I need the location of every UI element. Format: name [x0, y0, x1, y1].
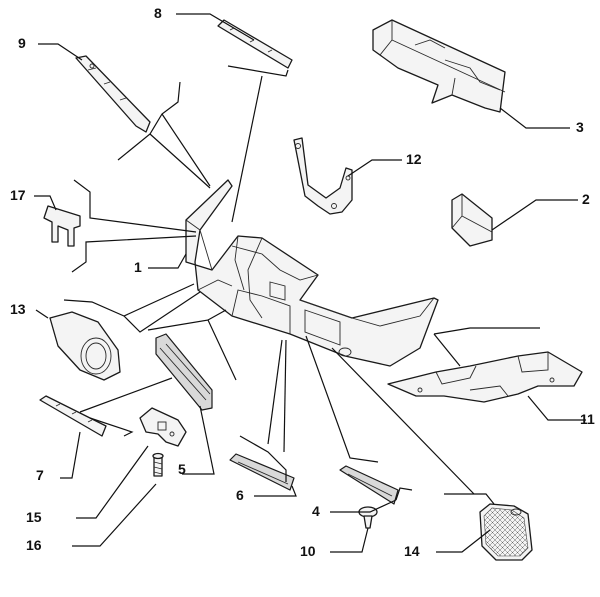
part-6-lower-reflector: [229, 453, 295, 491]
callout-12: 12: [406, 151, 422, 167]
part-17-retaining-clip: [43, 205, 81, 247]
callout-16: 16: [26, 537, 42, 553]
part-13-fog-lamp-bezel: [49, 311, 121, 381]
part-12-mounting-bracket: [293, 137, 353, 215]
part-7-lower-trim-strip: [39, 395, 107, 437]
callout-17: 17: [10, 187, 26, 203]
callout-7: 7: [36, 467, 44, 483]
callout-5: 5: [178, 461, 186, 477]
part-2-absorber-block: [451, 193, 493, 247]
callout-2: 2: [582, 191, 590, 207]
part-11-undertray: [387, 351, 583, 403]
callout-9: 9: [18, 35, 26, 51]
part-4-lower-reflector: [339, 465, 399, 505]
callout-1: 1: [134, 259, 142, 275]
callout-13: 13: [10, 301, 26, 317]
part-1-bumper-cover: [185, 179, 439, 367]
callout-11: 11: [580, 411, 595, 427]
callout-10: 10: [300, 543, 316, 559]
part-5-grille-insert: [155, 333, 213, 411]
part-15-plate-bracket: [139, 407, 187, 447]
callout-4: 4: [312, 503, 320, 519]
callout-labels: 8 9 3 12 17 2 1 13 11 7 5 6 4 15 16 10 1…: [10, 5, 595, 559]
callout-6: 6: [236, 487, 244, 503]
callout-14: 14: [404, 543, 420, 559]
part-8-upper-trim-strip: [217, 19, 293, 69]
part-16-screw: [152, 452, 164, 477]
part-9-side-trim-strip: [75, 55, 151, 133]
part-3-energy-absorber: [372, 19, 506, 113]
leader-lines: [34, 13, 586, 553]
callout-15: 15: [26, 509, 42, 525]
callout-8: 8: [154, 5, 162, 21]
part-14-mesh-cover: [479, 503, 533, 561]
callout-3: 3: [576, 119, 584, 135]
